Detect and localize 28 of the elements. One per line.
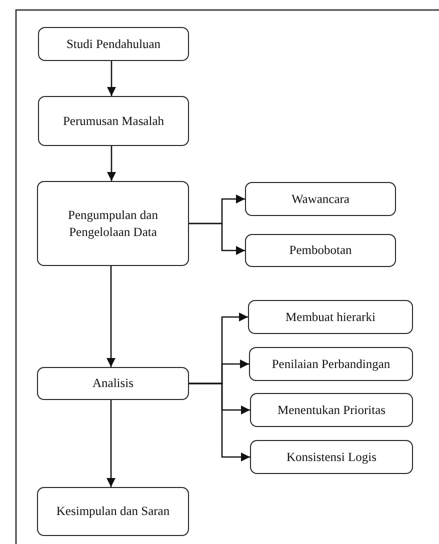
process-box: [250, 440, 413, 474]
arrow: [189, 222, 245, 255]
process-box: [38, 96, 189, 146]
step-label: Perumusan Masalah: [62, 112, 164, 130]
arrow: [107, 61, 116, 96]
step-label: Membuat hierarki: [286, 308, 376, 326]
arrow: [107, 146, 116, 181]
process-box: [245, 182, 396, 216]
step-label: Wawancara: [292, 190, 350, 208]
step-label: Pengumpulan dan Pengelolaan Data: [67, 206, 159, 240]
arrow: [189, 382, 250, 462]
process-box: [37, 367, 189, 400]
process-box: [245, 234, 396, 267]
process-box: [37, 487, 189, 536]
step-label: Menentukan Prioritas: [278, 402, 386, 418]
step-label: Analisis: [92, 375, 134, 392]
step-label: Penilaian Perbandingan: [272, 356, 390, 372]
arrow: [106, 266, 116, 367]
process-box: [249, 347, 413, 381]
step-label: Studi Pendahuluan: [66, 36, 161, 52]
process-box: [248, 300, 413, 334]
process-box: [37, 181, 189, 266]
step-label: Konsistensi Logis: [286, 448, 376, 466]
arrow: [106, 400, 116, 487]
step-label: Kesimpulan dan Saran: [56, 503, 170, 520]
step-label: Pembobotan: [289, 242, 352, 259]
process-box: [38, 27, 189, 61]
process-box: [250, 393, 413, 427]
